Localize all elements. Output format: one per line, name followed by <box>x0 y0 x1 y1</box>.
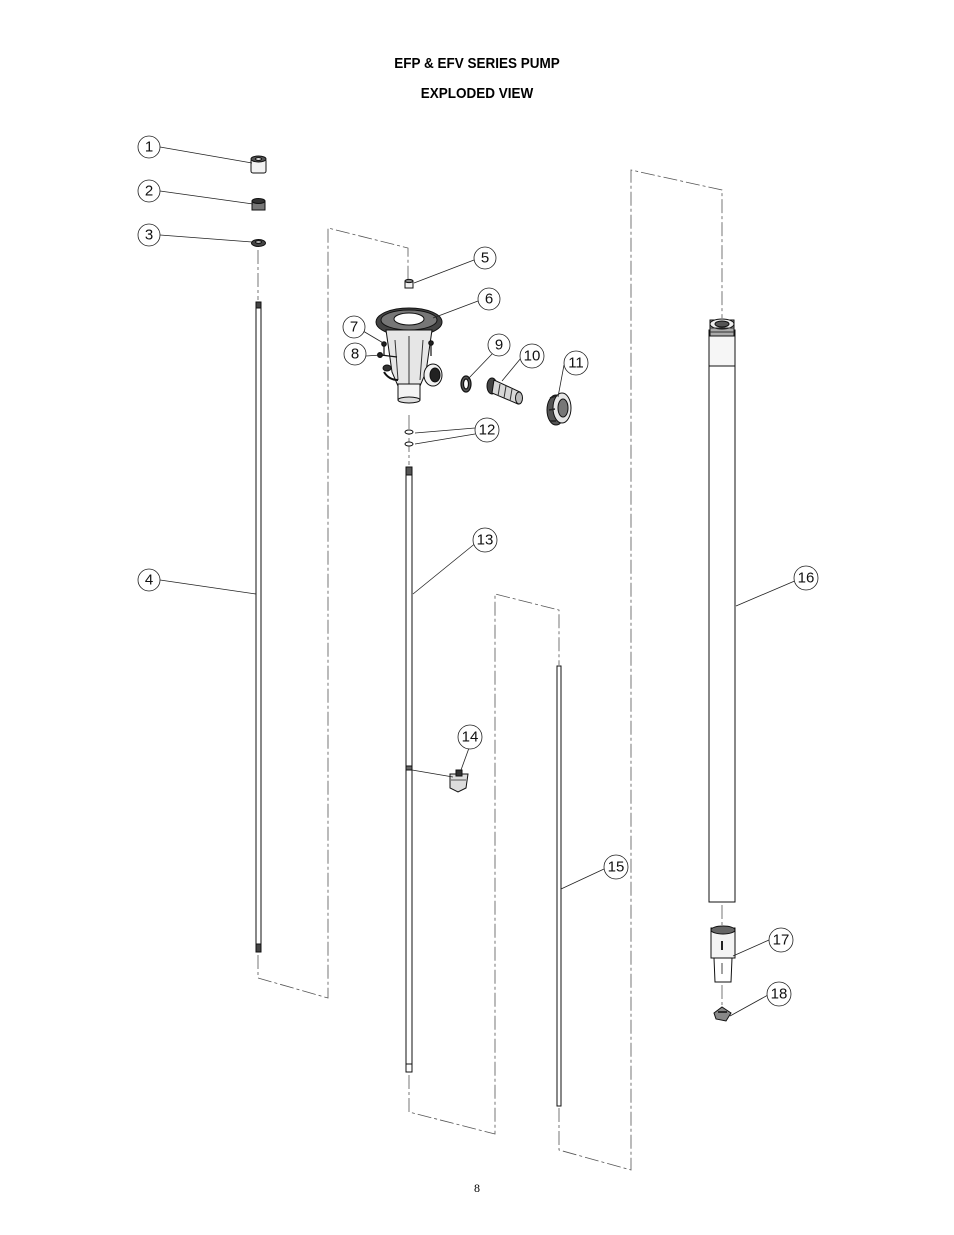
part-5-ring <box>404 278 414 289</box>
part-7-screws <box>381 340 434 356</box>
callout-9: 9 <box>487 333 511 357</box>
callout-16: 16 <box>793 565 819 591</box>
callout-2: 2 <box>137 179 161 203</box>
callout-5: 5 <box>473 246 497 270</box>
part-14-impeller <box>449 769 469 793</box>
callout-17: 17 <box>768 927 794 953</box>
part-9-o-ring <box>460 375 472 393</box>
part-13-inner-tube <box>405 466 413 1073</box>
part-6-pump-head <box>375 307 443 404</box>
part-12-small-rings <box>404 429 414 447</box>
part-2-bushing <box>251 198 266 211</box>
callout-balloons: 1 2 3 4 5 6 7 8 9 10 11 12 13 14 15 16 1… <box>137 135 819 1007</box>
callout-13: 13 <box>472 527 498 553</box>
svg-text:1: 1 <box>145 139 153 156</box>
part-1-cap <box>250 155 267 174</box>
leader-lines <box>159 146 798 1017</box>
callout-6: 6 <box>477 287 501 311</box>
callout-10: 10 <box>519 343 545 369</box>
callout-3: 3 <box>137 223 161 247</box>
svg-text:5: 5 <box>481 250 489 267</box>
svg-text:9: 9 <box>495 337 503 354</box>
part-16-outer-tube <box>708 318 736 903</box>
part-18-foot-valve <box>713 1006 732 1022</box>
svg-text:8: 8 <box>351 346 359 363</box>
svg-text:10: 10 <box>524 348 541 365</box>
callout-18: 18 <box>766 981 792 1007</box>
part-17-foot <box>710 925 736 983</box>
svg-text:18: 18 <box>771 986 788 1003</box>
svg-text:15: 15 <box>608 859 625 876</box>
callout-1: 1 <box>137 135 161 159</box>
svg-text:6: 6 <box>485 291 493 308</box>
part-3-seal <box>251 239 266 247</box>
callout-4: 4 <box>137 568 161 592</box>
callout-15: 15 <box>603 854 629 880</box>
svg-text:13: 13 <box>477 532 494 549</box>
alignment-lines <box>257 169 723 1171</box>
callout-8: 8 <box>343 342 367 366</box>
title-line-1: EFP & EFV SERIES PUMP <box>394 55 560 72</box>
svg-text:14: 14 <box>462 729 479 746</box>
svg-text:16: 16 <box>798 570 815 587</box>
callout-12: 12 <box>474 417 500 443</box>
part-15-thin-shaft <box>556 665 562 1107</box>
svg-text:17: 17 <box>773 932 790 949</box>
svg-text:7: 7 <box>350 319 358 336</box>
svg-text:4: 4 <box>145 572 153 589</box>
title-line-2: EXPLODED VIEW <box>420 85 534 102</box>
callout-14: 14 <box>457 724 483 750</box>
page-number: 8 <box>474 1181 480 1195</box>
svg-text:2: 2 <box>145 183 153 200</box>
part-10-hose-barb <box>486 377 523 405</box>
svg-text:3: 3 <box>145 227 153 244</box>
callout-11: 11 <box>563 350 589 376</box>
svg-text:12: 12 <box>479 422 496 439</box>
part-11-union-nut <box>546 392 572 426</box>
callout-7: 7 <box>342 315 366 339</box>
part-4-shaft <box>255 301 262 953</box>
svg-text:11: 11 <box>568 355 584 372</box>
